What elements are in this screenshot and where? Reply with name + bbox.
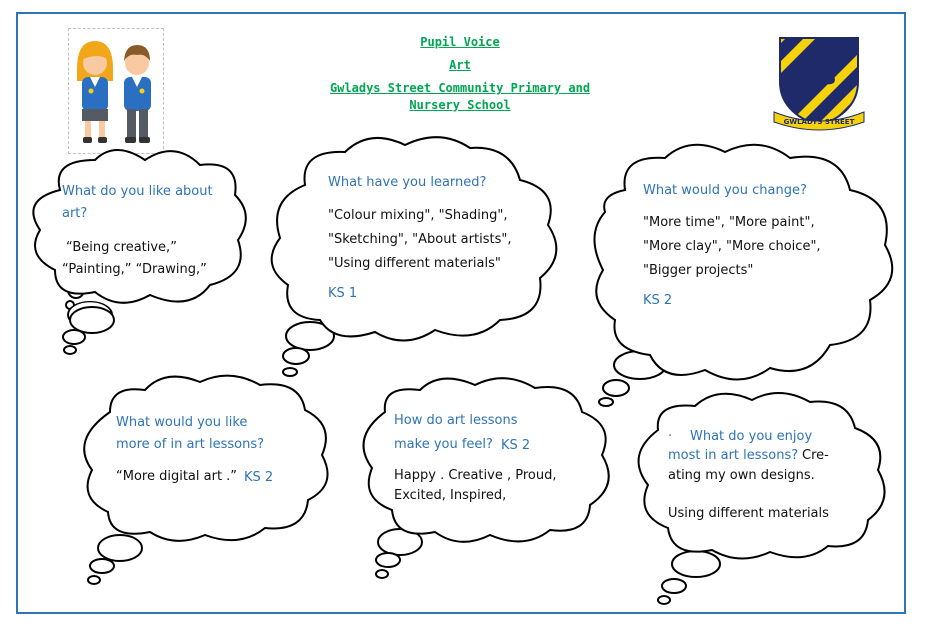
crest-banner-text: GWLADYS STREET [784, 118, 855, 126]
bubble-6-bullet: · [668, 429, 673, 444]
bubble-3-key-stage: KS 2 [643, 293, 673, 308]
pupils-icon [77, 41, 151, 143]
school-crest: G S GWLADYS STREET [768, 34, 870, 134]
crest-letter-s: S [822, 65, 836, 89]
bubble-2-question: What have you learned? [328, 175, 487, 190]
bubble-3-answer-line2: "More clay", "More choice", [643, 239, 821, 254]
bubble-2-answer-line1: "Colour mixing", "Shading", [328, 208, 508, 223]
bubble-6-answer-line2: ating my own designs. [668, 468, 815, 483]
bubble-2-key-stage: KS 1 [328, 286, 358, 301]
bubble-1-answer-line1: “Being creative,” [66, 240, 177, 255]
header-school-line1: Gwladys Street Community Primary and [329, 81, 591, 95]
bubble-1-question-line1: What do you like about [62, 184, 213, 199]
header-title: Pupil Voice [420, 35, 500, 49]
pupils-illustration [68, 28, 164, 154]
thought-cloud-2 [270, 136, 558, 377]
bubble-1-question-line2: art? [62, 206, 88, 221]
shield-icon: G S GWLADYS STREET [773, 37, 865, 131]
bubble-3-answer-line1: "More time", "More paint", [643, 215, 815, 230]
bubble-4-key-stage: KS 2 [244, 470, 274, 485]
bubble-6-answer-inline: Cre- [802, 448, 829, 463]
thought-cloud-5 [362, 377, 610, 579]
header-school-line2: Nursery School [409, 98, 511, 112]
bubble-6-answer-line3: Using different materials [668, 506, 829, 521]
bubble-5-answer-line1: Happy . Creative , Proud, [394, 468, 557, 483]
bubble-6-question-line1: What do you enjoy [690, 429, 813, 444]
thought-cloud-3 [593, 143, 894, 407]
bubble-5-key-stage: KS 2 [501, 438, 531, 453]
header-subject: Art [449, 58, 471, 72]
bubble-6-question-line2: most in art lessons? [668, 448, 799, 463]
thought-cloud-4 [83, 374, 329, 585]
bubble-5-question-line1: How do art lessons [394, 413, 518, 428]
bubble-1-answer-line2: “Painting,” “Drawing,” [62, 262, 207, 277]
header: Pupil Voice Art Gwladys Street Community… [300, 34, 620, 114]
bubble-4-question-line1: What would you like [116, 415, 248, 430]
page-frame [16, 12, 906, 614]
bubble-3-answer-line3: "Bigger projects" [643, 263, 754, 278]
bubble-3-question: What would you change? [643, 183, 807, 198]
bubble-4-answer: “More digital art .” [116, 469, 238, 484]
thought-cloud-1 [32, 149, 247, 355]
thought-cloud-6 [637, 392, 886, 605]
bubble-5-question-line2: make you feel? [394, 437, 493, 452]
bubble-4-question-line2: more of in art lessons? [116, 437, 265, 452]
crest-letter-g: G [798, 55, 814, 79]
bubble-5-answer-line2: Excited, Inspired, [394, 488, 507, 503]
bubble-2-answer-line3: "Using different materials" [328, 256, 501, 271]
bubble-2-answer-line2: "Sketching", "About artists", [328, 232, 512, 247]
